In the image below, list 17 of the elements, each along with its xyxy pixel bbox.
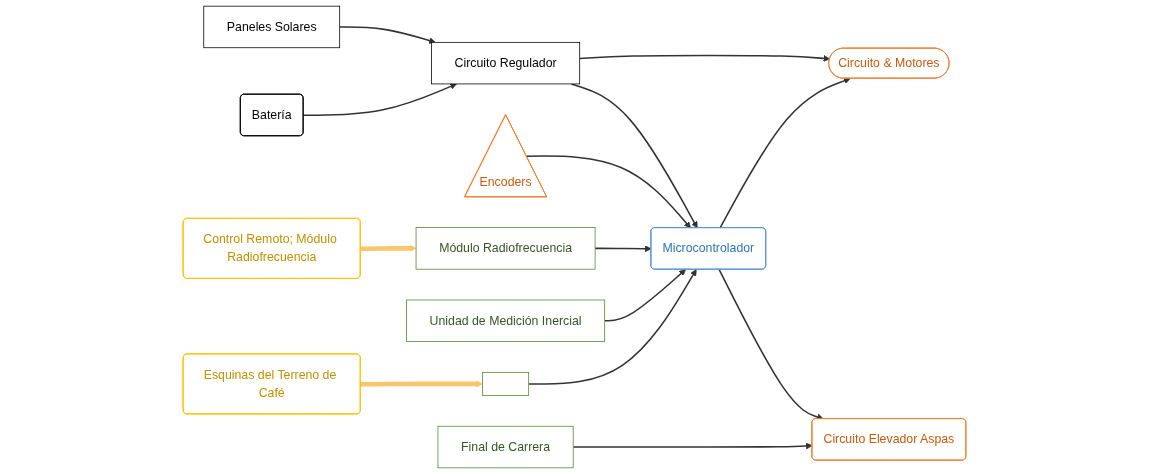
arrow bbox=[338, 26, 436, 44]
arrow bbox=[527, 269, 697, 385]
arrow bbox=[578, 54, 831, 62]
node-box: Circuito Regulador bbox=[431, 41, 581, 85]
arrow bbox=[302, 83, 457, 117]
node-box: Unidad de Medición Inercial bbox=[406, 299, 606, 342]
arrow bbox=[572, 442, 813, 450]
arrow bbox=[525, 155, 691, 229]
arrow bbox=[360, 245, 417, 252]
arrow bbox=[360, 380, 483, 388]
node-box: Final de Carrera bbox=[437, 425, 574, 469]
node-box: Paneles Solares bbox=[203, 5, 341, 49]
node-box: Módulo Radiofrecuencia bbox=[415, 227, 596, 270]
arrow bbox=[603, 269, 686, 322]
arrow bbox=[719, 77, 851, 229]
node-box bbox=[482, 371, 530, 396]
arrow bbox=[594, 245, 652, 253]
